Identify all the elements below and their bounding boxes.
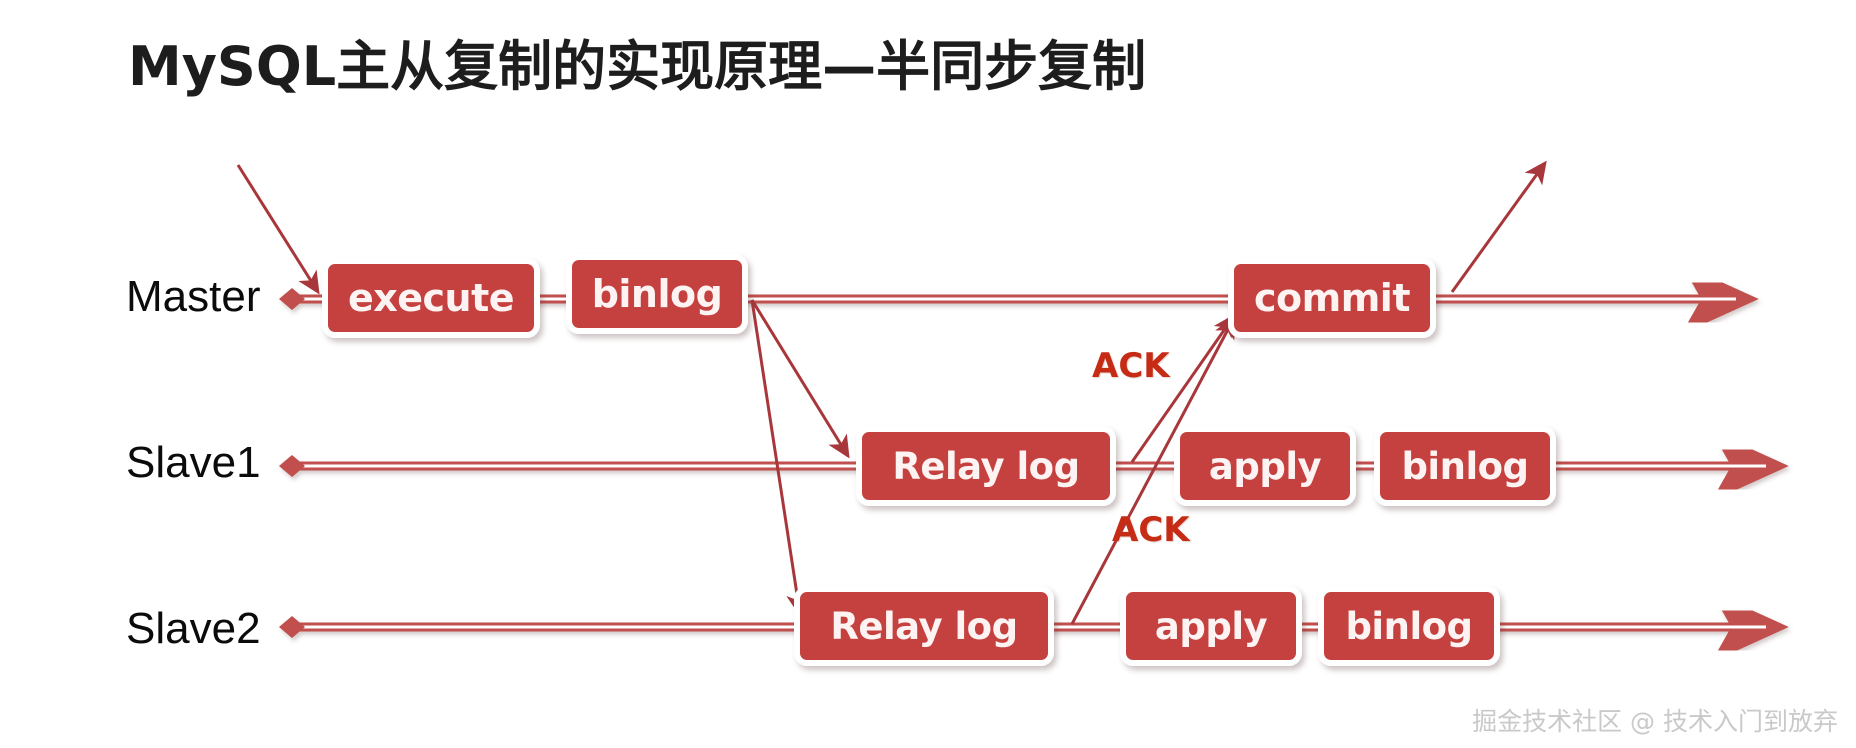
node-apply-slave2[interactable]: apply xyxy=(1120,586,1302,666)
node-relay-log-slave2[interactable]: Relay log xyxy=(794,586,1054,666)
node-binlog-slave1[interactable]: binlog xyxy=(1374,426,1556,506)
node-apply-slave1[interactable]: apply xyxy=(1174,426,1356,506)
node-relay-log-slave1[interactable]: Relay log xyxy=(856,426,1116,506)
node-binlog-master[interactable]: binlog xyxy=(566,254,748,334)
client-response-arrow xyxy=(1450,160,1547,293)
ack-label-slave2: ACK xyxy=(1112,510,1190,550)
node-commit[interactable]: commit xyxy=(1228,258,1436,338)
page-title: MySQL主从复制的实现原理—半同步复制 xyxy=(128,35,1147,98)
node-execute[interactable]: execute xyxy=(322,258,540,338)
node-binlog-slave2[interactable]: binlog xyxy=(1318,586,1500,666)
row-label-slave2: Slave2 xyxy=(126,604,261,653)
watermark: 掘金技术社区 @ 技术入门到放弃 xyxy=(1472,707,1838,736)
ack-label-slave1: ACK xyxy=(1092,346,1170,386)
row-label-master: Master xyxy=(126,272,261,321)
binlog-to-relay2-arrow xyxy=(750,299,808,617)
binlog-to-relay1-arrow xyxy=(750,299,850,459)
row-label-slave1: Slave1 xyxy=(126,438,261,487)
